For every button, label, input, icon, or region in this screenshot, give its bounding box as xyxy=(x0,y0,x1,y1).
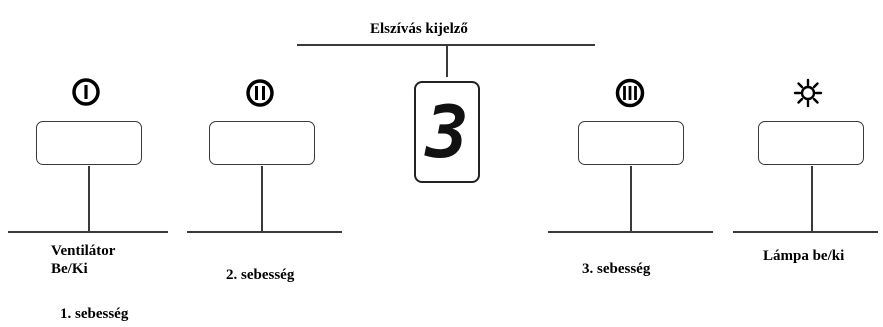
title-connector-line xyxy=(446,44,448,77)
display-digit: 3 xyxy=(425,90,469,174)
speed-3-button[interactable] xyxy=(578,121,684,165)
lamp-button[interactable] xyxy=(758,121,864,165)
speed-2-icon xyxy=(245,78,275,108)
speed-3-label: 3. sebesség xyxy=(582,261,651,277)
lamp-label: Lámpa be/ki xyxy=(763,248,845,264)
fan-speed-display: 3 xyxy=(414,81,480,183)
fan-label: Ventilátor xyxy=(51,243,116,259)
speed-2-button[interactable] xyxy=(209,121,315,165)
lamp-icon xyxy=(793,78,823,108)
fan-power-button[interactable] xyxy=(36,121,142,165)
display-title: Elszívás kijelző xyxy=(370,21,468,37)
speed-3-icon xyxy=(614,78,646,108)
power-speed-1-icon xyxy=(71,77,101,107)
fan-label-2: Be/Ki xyxy=(51,261,88,277)
speed-1-label: 1. sebesség xyxy=(60,306,129,322)
speed-2-label: 2. sebesség xyxy=(226,267,295,283)
